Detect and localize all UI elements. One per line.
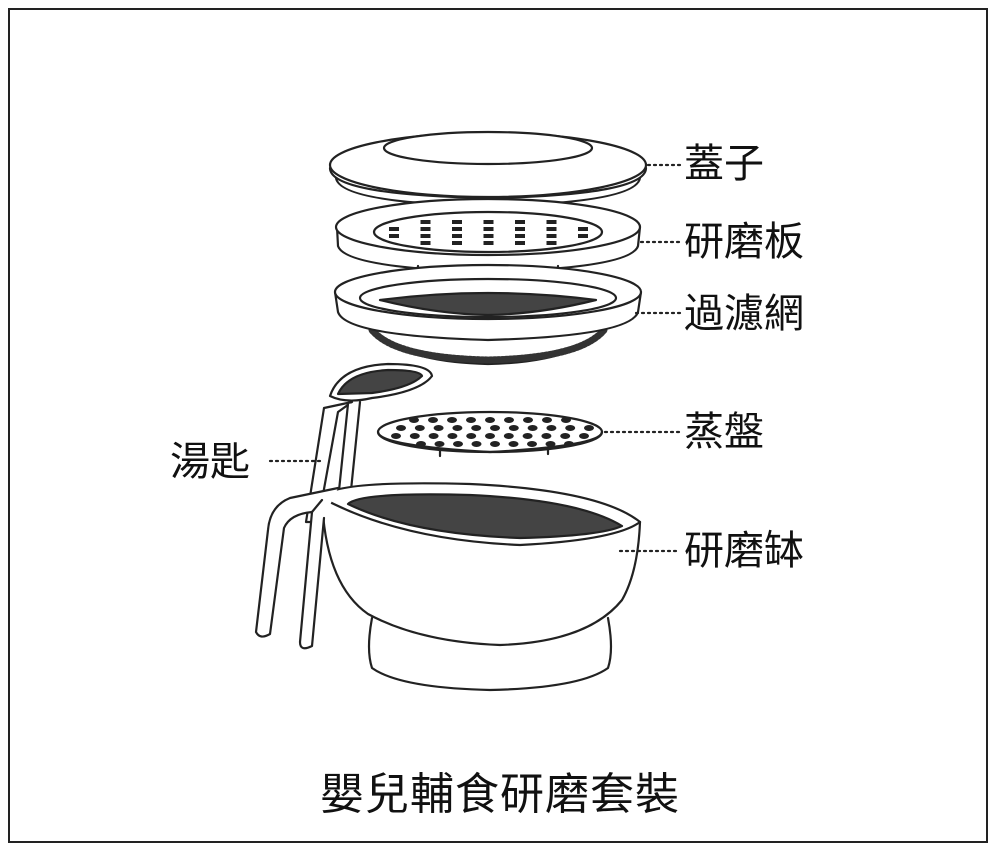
steam-hole (433, 425, 444, 431)
grinding-tooth (452, 220, 462, 224)
steam-hole (453, 441, 463, 447)
leader-lines (268, 163, 682, 553)
grinding-tooth (483, 241, 494, 245)
steam-hole (471, 425, 482, 431)
label-spoon: 湯匙 (170, 439, 250, 485)
grinding-tooth (420, 227, 431, 231)
grinding-tooth (515, 234, 525, 238)
steam-hole (396, 425, 406, 431)
grinding-tooth (546, 220, 557, 224)
label-steam-tray: 蒸盤 (684, 409, 764, 455)
steam-hole (565, 425, 576, 431)
grinding-tooth (483, 234, 494, 238)
steam-hole (546, 425, 557, 431)
grinding-bowl-illustration (254, 482, 642, 692)
steam-hole (414, 425, 425, 431)
label-strainer: 過濾網 (684, 291, 804, 337)
steam-hole (409, 433, 420, 439)
steam-hole (504, 417, 514, 423)
grinding-tooth (420, 241, 431, 245)
steam-hole (485, 433, 495, 439)
grinding-tooth (389, 227, 399, 231)
steam-hole (584, 425, 594, 431)
steam-hole (471, 441, 482, 447)
steam-hole (508, 441, 519, 447)
steam-hole (428, 417, 438, 423)
lid-illustration (328, 130, 648, 208)
grinding-tooth (420, 234, 431, 238)
grinding-tooth (389, 234, 399, 238)
steam-hole (508, 425, 519, 431)
steam-hole (564, 441, 574, 447)
strainer-illustration (333, 263, 643, 366)
grinding-tooth (452, 241, 462, 245)
steam-hole (447, 417, 457, 423)
steam-hole (409, 417, 419, 423)
steam-hole (428, 433, 439, 439)
steam-hole (560, 433, 571, 439)
grinding-tooth (515, 220, 525, 224)
grinding-tooth (515, 241, 525, 245)
steam-hole (527, 441, 537, 447)
label-grinding-bowl: 研磨缽 (684, 528, 804, 574)
label-lid: 蓋子 (684, 141, 764, 187)
steam-hole (452, 425, 463, 431)
steam-hole (503, 433, 514, 439)
steam-hole (434, 441, 445, 447)
grinding-tooth (578, 234, 588, 238)
grinding-tooth (483, 220, 494, 224)
steam-hole (466, 433, 477, 439)
label-grinding-plate: 研磨板 (684, 219, 804, 265)
grinding-tooth (515, 227, 525, 231)
steam-hole (561, 417, 571, 423)
steam-hole (416, 441, 426, 447)
steam-hole (579, 433, 589, 439)
grinding-tooth (546, 241, 557, 245)
steam-hole (527, 425, 538, 431)
steam-hole (523, 417, 533, 423)
steam-tray-illustration (376, 410, 604, 458)
steam-hole (466, 417, 476, 423)
grinding-tooth (483, 227, 494, 231)
grinding-tooth (546, 234, 557, 238)
grinding-tooth (452, 234, 462, 238)
steam-hole (545, 441, 556, 447)
steam-hole (522, 433, 533, 439)
steam-hole (541, 433, 552, 439)
grinding-tooth (546, 227, 557, 231)
steam-hole (490, 425, 500, 431)
grinding-tooth (578, 227, 588, 231)
steam-hole (490, 441, 500, 447)
steam-hole (447, 433, 458, 439)
figure-caption: 嬰兒輔食研磨套裝 (320, 769, 680, 820)
steam-hole (485, 417, 495, 423)
grinding-tooth (420, 220, 431, 224)
steam-hole (542, 417, 552, 423)
grinding-tooth (452, 227, 462, 231)
steam-hole (391, 433, 401, 439)
